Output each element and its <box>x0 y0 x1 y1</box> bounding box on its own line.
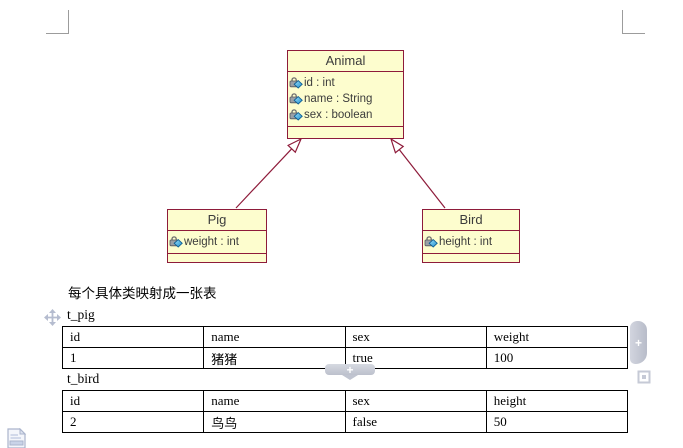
margin-crop-mark-right <box>622 10 645 34</box>
table-move-handle-icon[interactable] <box>44 309 61 326</box>
header-cell[interactable]: name <box>203 390 346 412</box>
table-t-bird: id name sex height 2 鸟鸟 false 50 <box>61 390 629 433</box>
table-row: 2 鸟鸟 false 50 <box>61 411 629 433</box>
data-cell[interactable]: false <box>344 411 487 433</box>
header-cell[interactable]: id <box>61 326 205 348</box>
private-attribute-icon <box>289 93 303 105</box>
data-cell[interactable]: 1 <box>61 347 205 369</box>
attributes-compartment: weight : int <box>168 231 266 253</box>
data-cell[interactable]: 50 <box>485 411 629 433</box>
header-cell[interactable]: name <box>203 326 346 348</box>
attribute-text: name : String <box>304 93 373 105</box>
attribute-text: weight : int <box>184 236 239 248</box>
attribute-row: name : String <box>289 91 401 107</box>
header-cell[interactable]: height <box>485 390 629 412</box>
table-t-pig: id name sex weight 1 猪猪 true 100 <box>61 326 629 369</box>
hollow-triangle-arrowhead-right <box>389 137 405 154</box>
attribute-row: sex : boolean <box>289 107 401 123</box>
attribute-row: height : int <box>424 234 517 250</box>
private-attribute-icon <box>424 236 438 248</box>
class-name: Pig <box>168 210 266 231</box>
operations-compartment <box>423 253 519 262</box>
header-cell[interactable]: id <box>61 390 205 412</box>
document-page-icon[interactable] <box>6 428 30 448</box>
attribute-row: id : int <box>289 75 401 91</box>
header-cell[interactable]: sex <box>344 326 487 348</box>
note-text: 每个具体类映射成一张表 <box>68 286 217 301</box>
floating-plus-button-vertical[interactable]: + <box>630 321 647 364</box>
data-cell[interactable]: 100 <box>485 347 629 369</box>
data-cell[interactable]: 2 <box>61 411 205 433</box>
attributes-compartment: height : int <box>423 231 519 253</box>
table-header-row: id name sex weight <box>61 326 629 348</box>
table-caption-t-pig: t_pig <box>67 307 95 322</box>
attribute-row: weight : int <box>169 234 264 250</box>
uml-class-pig[interactable]: Pig weight : int <box>167 209 267 263</box>
operations-compartment <box>168 253 266 262</box>
class-name: Animal <box>288 51 403 72</box>
header-cell[interactable]: sex <box>344 390 487 412</box>
uml-class-bird[interactable]: Bird height : int <box>422 209 520 263</box>
class-name: Bird <box>423 210 519 231</box>
attribute-text: id : int <box>304 77 335 89</box>
attributes-compartment: id : int name : String sex : boolean <box>288 72 403 126</box>
data-cell[interactable]: 鸟鸟 <box>203 411 346 433</box>
private-attribute-icon <box>289 109 303 121</box>
attribute-text: height : int <box>439 236 493 248</box>
table-header-row: id name sex height <box>61 390 629 412</box>
attribute-text: sex : boolean <box>304 109 373 121</box>
plus-icon: + <box>634 335 642 350</box>
header-cell[interactable]: weight <box>485 326 629 348</box>
private-attribute-icon <box>169 236 183 248</box>
table-resize-handle-icon[interactable] <box>637 370 651 384</box>
plus-icon: + <box>346 362 354 377</box>
hollow-triangle-arrowhead-left <box>287 137 303 154</box>
data-cell[interactable]: 猪猪 <box>203 347 346 369</box>
uml-class-animal[interactable]: Animal id : int name : String sex : bool… <box>287 50 404 139</box>
operations-compartment <box>288 126 403 138</box>
private-attribute-icon <box>289 77 303 89</box>
table-caption-t-bird: t_bird <box>67 371 100 386</box>
margin-crop-mark-left <box>46 10 69 34</box>
table-row: 1 猪猪 true 100 <box>61 347 629 369</box>
floating-plus-button-horizontal[interactable]: + <box>325 362 375 380</box>
